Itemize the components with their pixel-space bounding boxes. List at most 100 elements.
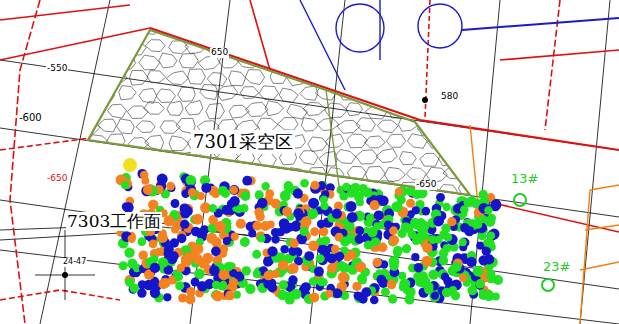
rock-cell xyxy=(265,101,283,116)
event-dot xyxy=(209,216,217,224)
event-dot xyxy=(265,189,274,198)
event-dot xyxy=(414,263,423,272)
event-dot xyxy=(301,282,311,292)
rock-cell xyxy=(259,86,278,100)
rock-cell xyxy=(86,70,104,84)
event-dot xyxy=(180,203,190,213)
event-dot xyxy=(240,237,250,247)
event-dot xyxy=(337,261,346,270)
rock-cell xyxy=(418,57,437,68)
rock-cell xyxy=(276,28,298,38)
event-dot xyxy=(261,182,269,190)
event-dot xyxy=(479,289,488,298)
event-dot xyxy=(257,234,265,242)
rock-cell xyxy=(100,150,118,164)
event-dot xyxy=(350,183,361,194)
rock-cell xyxy=(127,106,148,119)
rock-cell xyxy=(86,86,96,101)
event-dot xyxy=(419,221,430,232)
event-dot xyxy=(309,292,319,302)
event-dot xyxy=(459,274,467,282)
event-dot xyxy=(449,286,457,294)
event-dot xyxy=(164,215,175,226)
event-dot xyxy=(484,216,495,227)
station-circle xyxy=(514,194,526,206)
event-dot xyxy=(487,231,495,239)
event-dot xyxy=(212,290,223,301)
grid-line xyxy=(0,250,619,324)
event-dot xyxy=(316,254,325,263)
rock-cell xyxy=(107,71,127,86)
event-dot xyxy=(479,190,488,199)
rock-cell xyxy=(466,70,476,84)
event-dot xyxy=(223,237,231,245)
rock-cell xyxy=(147,71,165,83)
event-dot xyxy=(484,206,492,214)
goaf-label: 7301采空区 xyxy=(191,130,295,154)
rock-cell xyxy=(86,28,96,39)
rock-cell xyxy=(420,153,439,166)
grid-line xyxy=(190,0,230,324)
event-dot xyxy=(230,186,239,195)
event-dot xyxy=(138,237,147,246)
event-dot xyxy=(364,241,373,250)
event-dot xyxy=(211,247,221,257)
event-dot xyxy=(452,262,462,272)
event-dot xyxy=(188,188,197,197)
event-dot xyxy=(459,238,467,246)
rock-cell xyxy=(277,57,295,71)
event-dot xyxy=(346,201,357,212)
roadway-line xyxy=(379,0,380,60)
event-dot xyxy=(231,233,239,241)
event-dot xyxy=(185,294,195,304)
event-dot xyxy=(279,280,289,290)
event-dot xyxy=(166,182,175,191)
event-dot xyxy=(186,175,197,186)
event-dot xyxy=(412,190,420,198)
event-dot xyxy=(474,221,482,229)
event-dot xyxy=(475,279,484,288)
rock-cell xyxy=(338,28,356,39)
event-dot xyxy=(267,220,275,228)
rock-cell xyxy=(406,73,424,87)
event-dot xyxy=(271,199,281,209)
rock-cell xyxy=(246,102,269,116)
rock-cell xyxy=(145,40,165,52)
event-dot xyxy=(177,264,185,272)
rock-cell xyxy=(347,134,367,148)
event-dot xyxy=(310,227,319,236)
event-dot xyxy=(282,207,292,217)
contour-label: -650 xyxy=(46,174,68,184)
rock-cell xyxy=(176,181,196,196)
rock-cell xyxy=(238,28,254,36)
rock-cell xyxy=(135,150,156,162)
rock-cell xyxy=(380,58,400,72)
rock-cell xyxy=(377,120,398,133)
event-dot xyxy=(288,263,299,274)
event-dot xyxy=(177,234,186,243)
rock-cell xyxy=(300,86,318,100)
rock-cell xyxy=(108,104,127,118)
event-dot xyxy=(325,290,333,298)
rock-cell xyxy=(235,185,256,198)
event-dot xyxy=(467,286,477,296)
event-dot xyxy=(297,234,307,244)
event-dot xyxy=(124,247,134,257)
event-dot xyxy=(242,266,251,275)
event-dot xyxy=(127,259,137,269)
elevation-label: 580 xyxy=(440,92,459,102)
event-dot xyxy=(245,284,255,294)
event-dot xyxy=(388,294,397,303)
event-dot xyxy=(393,249,402,258)
event-dot xyxy=(482,246,491,255)
rock-cell xyxy=(459,87,476,100)
event-dot xyxy=(264,271,274,281)
fault-line xyxy=(0,5,130,20)
event-dot xyxy=(280,190,291,201)
rock-cell xyxy=(418,87,438,101)
rock-cell xyxy=(106,40,125,55)
event-dot xyxy=(418,271,428,281)
rock-cell xyxy=(456,117,474,131)
event-dot xyxy=(263,257,272,266)
rock-cell xyxy=(468,165,476,179)
